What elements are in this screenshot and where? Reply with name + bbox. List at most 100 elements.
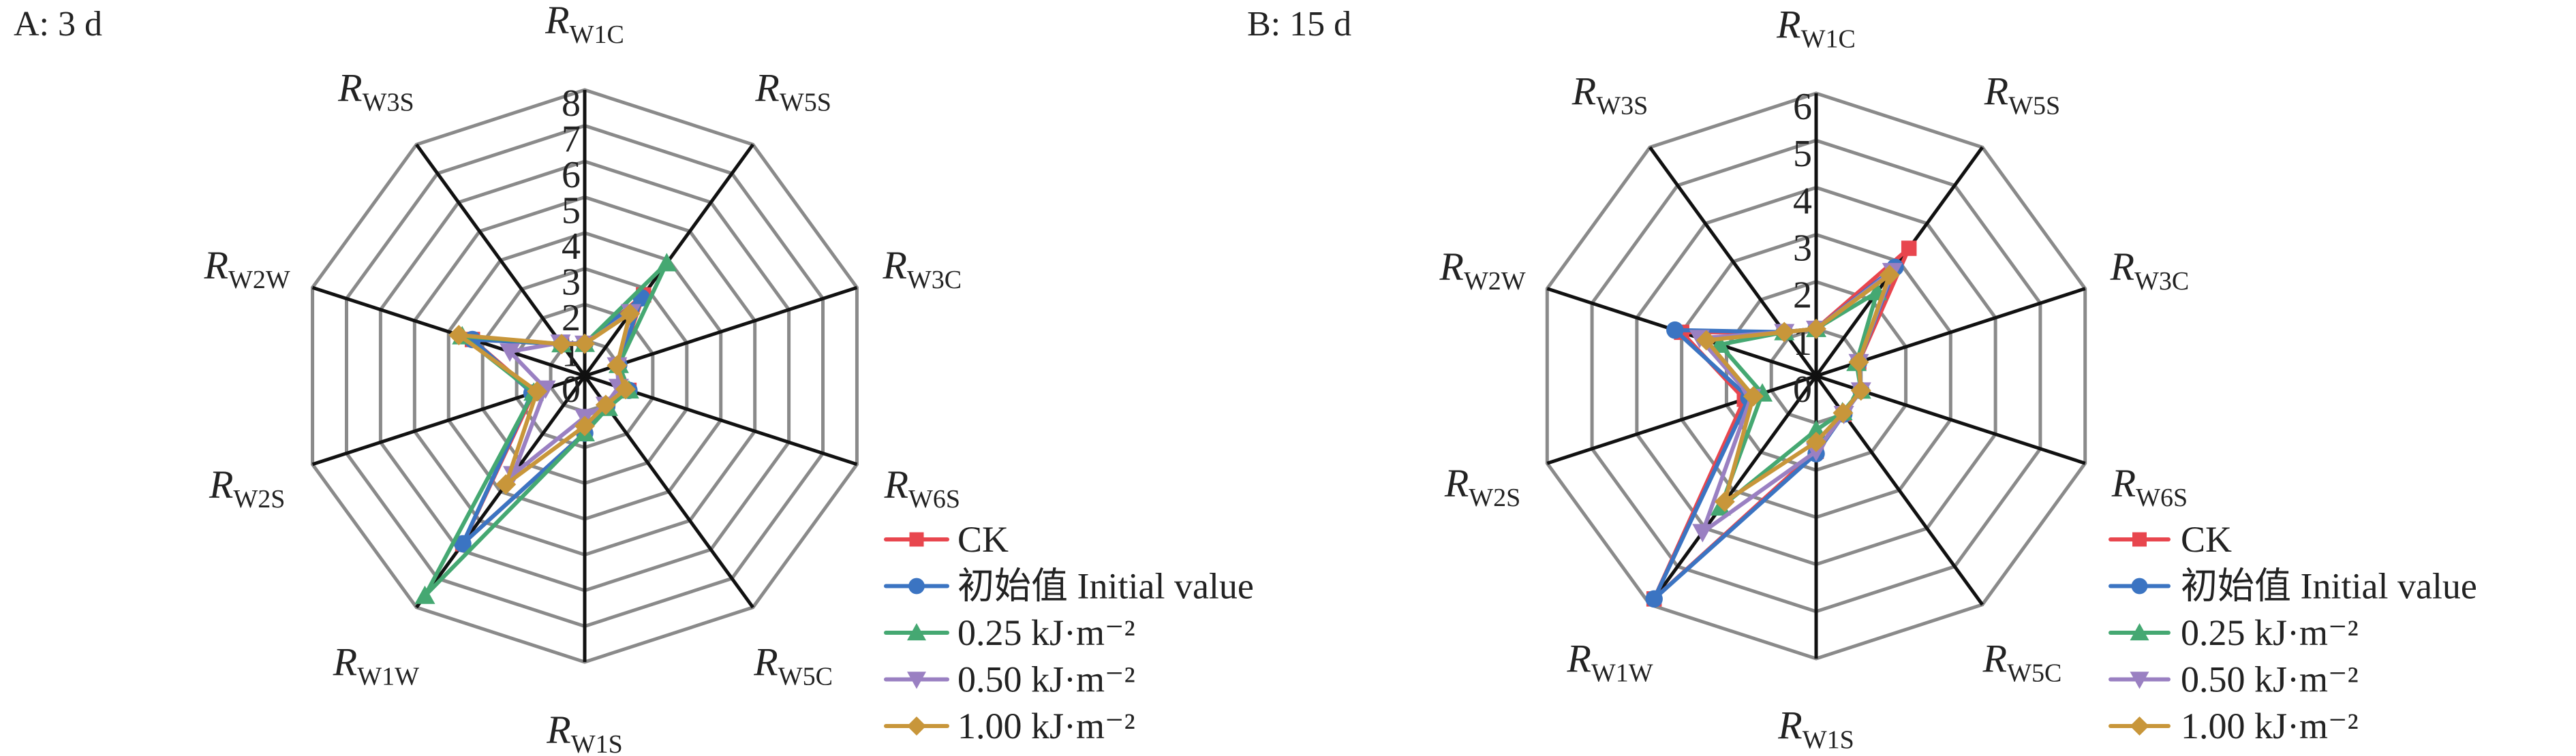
axis-label-sub: W1S (571, 730, 623, 756)
axis-label-sub: W3C (2134, 267, 2189, 296)
axis-label-sub: W3S (363, 89, 414, 117)
tick-label: 4 (562, 225, 581, 268)
axis-label-sub: W2W (228, 266, 290, 294)
tick-label: 5 (562, 190, 581, 232)
legend-label: 初始值 Initial value (957, 566, 1254, 607)
axis-label-sub: W5C (778, 662, 833, 691)
legend-item: 1.00 kJ·m⁻² (884, 706, 1135, 746)
axis-label-main: R (884, 462, 908, 507)
legend-label: CK (957, 519, 1009, 560)
tick-label: 0 (1793, 368, 1812, 411)
axis-label: RW1S (1777, 704, 1854, 755)
legend-label: 0.25 kJ·m⁻² (2181, 612, 2359, 653)
axis-label: RW2W (1439, 245, 1526, 296)
axis-label-main: R (204, 243, 228, 287)
data-point (495, 474, 517, 495)
axis-label-main: R (1776, 2, 1800, 46)
data-point (1774, 321, 1795, 343)
axis-label-main: R (333, 640, 357, 684)
axis-label-sub: W6S (2136, 484, 2188, 512)
legend-item: 初始值 Initial value (884, 566, 1254, 607)
axis-label: RW3C (882, 243, 962, 294)
data-point (595, 394, 616, 415)
data-point (454, 535, 472, 553)
legend-marker (907, 623, 926, 641)
series-4 (1696, 264, 1900, 512)
axis-spoke (311, 285, 585, 378)
axis-label-main: R (1444, 461, 1469, 505)
axis-label-main: R (882, 243, 906, 287)
data-point (448, 324, 470, 345)
legend-item: 0.50 kJ·m⁻² (884, 659, 1135, 700)
data-point (1879, 264, 1900, 285)
data-point (551, 334, 572, 355)
axis-label-sub: W2S (233, 485, 285, 514)
tick-label: 3 (1793, 227, 1812, 270)
axis-label-sub: W2W (1464, 267, 1526, 296)
axis-label-main: R (1777, 704, 1802, 748)
data-point (503, 466, 524, 485)
legend-item: 0.50 kJ·m⁻² (2109, 659, 2359, 700)
axis-label-main: R (209, 462, 233, 507)
axis-label-main: R (337, 66, 362, 110)
axis-label: RW1W (333, 640, 419, 691)
series-4 (448, 303, 641, 495)
legend-item: CK (884, 519, 1009, 560)
axis-spoke (1546, 374, 1817, 465)
data-point (574, 415, 595, 437)
axis-label-sub: W6S (908, 485, 960, 514)
tick-label: 0 (562, 368, 581, 411)
legend-label: 0.50 kJ·m⁻² (957, 659, 1135, 700)
data-point (615, 379, 636, 400)
axis-label-main: R (2110, 245, 2134, 289)
data-point (1848, 351, 1869, 373)
axis-label: RW2W (204, 243, 290, 294)
axis-label: RW1C (1776, 2, 1856, 53)
axis-spoke (584, 285, 858, 378)
axis-label: RW2S (209, 462, 285, 514)
axis-label: RW1W (1566, 636, 1653, 687)
data-point (607, 355, 628, 376)
axis-label-sub: W3C (907, 266, 962, 294)
axis-label-sub: W1W (1591, 659, 1653, 687)
axis-label: RW5S (1984, 69, 2060, 121)
tick-label: 4 (1793, 180, 1812, 222)
legend-label: 1.00 kJ·m⁻² (2181, 706, 2359, 746)
tick-label: 6 (1793, 86, 1812, 128)
data-point (1696, 330, 1717, 351)
axis-label: RW3S (337, 66, 414, 117)
legend-label: 0.25 kJ·m⁻² (957, 612, 1135, 653)
tick-label: 8 (562, 82, 581, 125)
data-point (1714, 491, 1735, 512)
data-point (1743, 385, 1764, 407)
axis-label-sub: W1W (357, 662, 419, 691)
legend-marker (908, 578, 925, 595)
legend-label: 1.00 kJ·m⁻² (957, 706, 1135, 746)
axis-label-sub: W5S (2008, 92, 2060, 121)
axis-label-main: R (1566, 636, 1591, 680)
axis-label: RW5S (754, 66, 831, 117)
axis-label-sub: W2S (1469, 484, 1520, 512)
data-point (1833, 403, 1854, 424)
axis-label-sub: W5S (780, 89, 831, 117)
data-point (1806, 431, 1826, 452)
legend-marker (907, 672, 926, 689)
data-point (1692, 524, 1713, 543)
data-point (414, 585, 435, 604)
legend-marker (2130, 623, 2149, 641)
data-point (1806, 443, 1826, 462)
data-point (527, 381, 548, 402)
axis-label-main: R (1439, 245, 1464, 289)
axis-label-main: R (1984, 69, 2008, 114)
axis-label-main: R (1982, 636, 2007, 680)
legend-marker (2130, 716, 2149, 736)
legend-label: 初始值 Initial value (2181, 566, 2477, 607)
axis-label-sub: W1S (1803, 726, 1854, 755)
legend-marker (907, 716, 926, 736)
axis-label: RW6S (2111, 461, 2188, 512)
axis-label-sub: W1C (570, 20, 624, 49)
axis-label-sub: W3S (1596, 92, 1648, 121)
axis-label-sub: W1C (1801, 25, 1856, 53)
data-point (500, 343, 521, 362)
